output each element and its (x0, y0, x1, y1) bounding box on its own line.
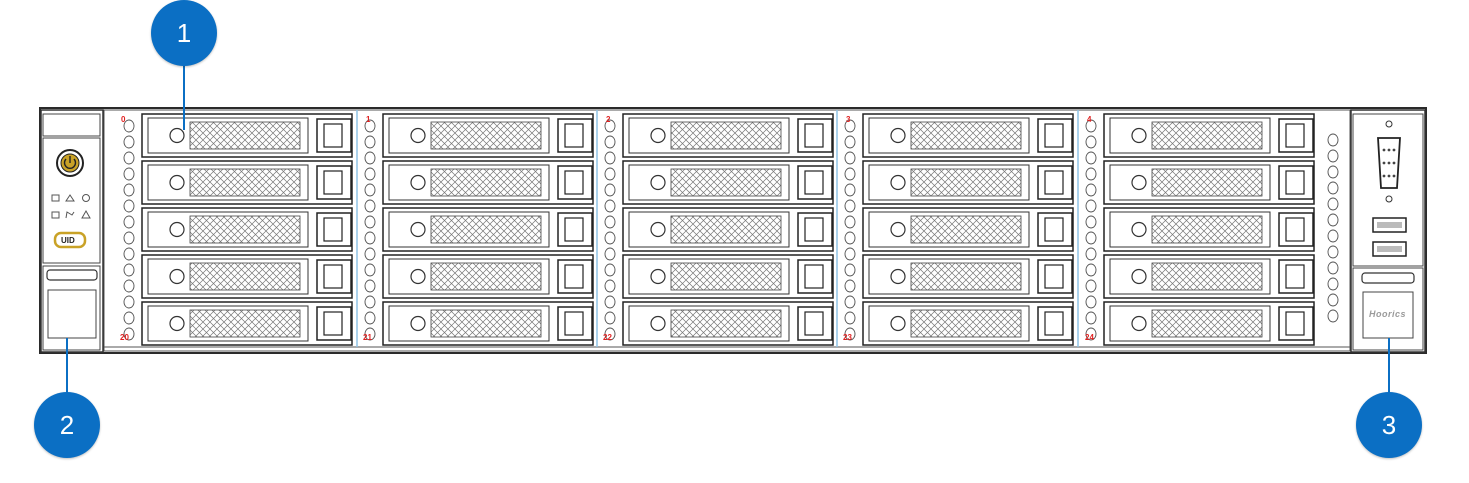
latch-strip (604, 119, 616, 341)
vga-port-icon (1377, 120, 1401, 203)
drive-tray (1103, 113, 1315, 158)
slot-label-top-2: 2 (606, 115, 611, 124)
slot-label-bottom-23: 23 (843, 333, 852, 342)
latch-strip (123, 119, 135, 341)
drive-tray (862, 254, 1074, 299)
left-ear (40, 109, 104, 353)
drive-tray (141, 254, 353, 299)
drive-tray (382, 207, 594, 252)
drive-tray (622, 160, 834, 205)
drive-tray (382, 301, 594, 346)
latch-strip (364, 119, 376, 341)
slot-label-bottom-21: 21 (363, 333, 372, 342)
callout-1: 1 (151, 0, 217, 66)
slot-label-bottom-22: 22 (603, 333, 612, 342)
drive-tray (382, 113, 594, 158)
slot-label-top-3: 3 (846, 115, 851, 124)
drive-tray (622, 301, 834, 346)
brand-label: Hoorics (1369, 309, 1407, 319)
usb-port-icons (1372, 217, 1407, 257)
drive-tray (141, 301, 353, 346)
drive-tray (862, 301, 1074, 346)
drive-tray (622, 254, 834, 299)
drive-tray (1103, 160, 1315, 205)
drive-tray (1103, 301, 1315, 346)
uid-label: UID (61, 236, 75, 245)
latch-strip (844, 119, 856, 341)
drive-tray (382, 254, 594, 299)
uid-button (53, 231, 87, 249)
drive-tray (862, 113, 1074, 158)
drive-tray (862, 207, 1074, 252)
slot-label-bottom-24: 24 (1085, 333, 1094, 342)
slot-label-bottom-20: 20 (120, 333, 129, 342)
drive-tray (1103, 254, 1315, 299)
latch-strip (1327, 133, 1339, 323)
callout-3: 3 (1356, 392, 1422, 458)
drive-tray (622, 113, 834, 158)
latch-strip (1085, 119, 1097, 341)
power-button-icon (56, 149, 84, 177)
drive-tray (141, 113, 353, 158)
drive-tray (622, 207, 834, 252)
drive-tray (862, 160, 1074, 205)
slot-label-top-4: 4 (1087, 115, 1092, 124)
status-indicator-icons (51, 194, 91, 219)
drive-tray (1103, 207, 1315, 252)
callout-2: 2 (34, 392, 100, 458)
drive-tray (141, 207, 353, 252)
chassis-inner-outline (103, 109, 1351, 352)
drive-tray (382, 160, 594, 205)
slot-label-top-1: 1 (366, 115, 371, 124)
slot-label-top-0: 0 (121, 115, 126, 124)
drive-tray (141, 160, 353, 205)
drive-bays (123, 110, 1339, 347)
